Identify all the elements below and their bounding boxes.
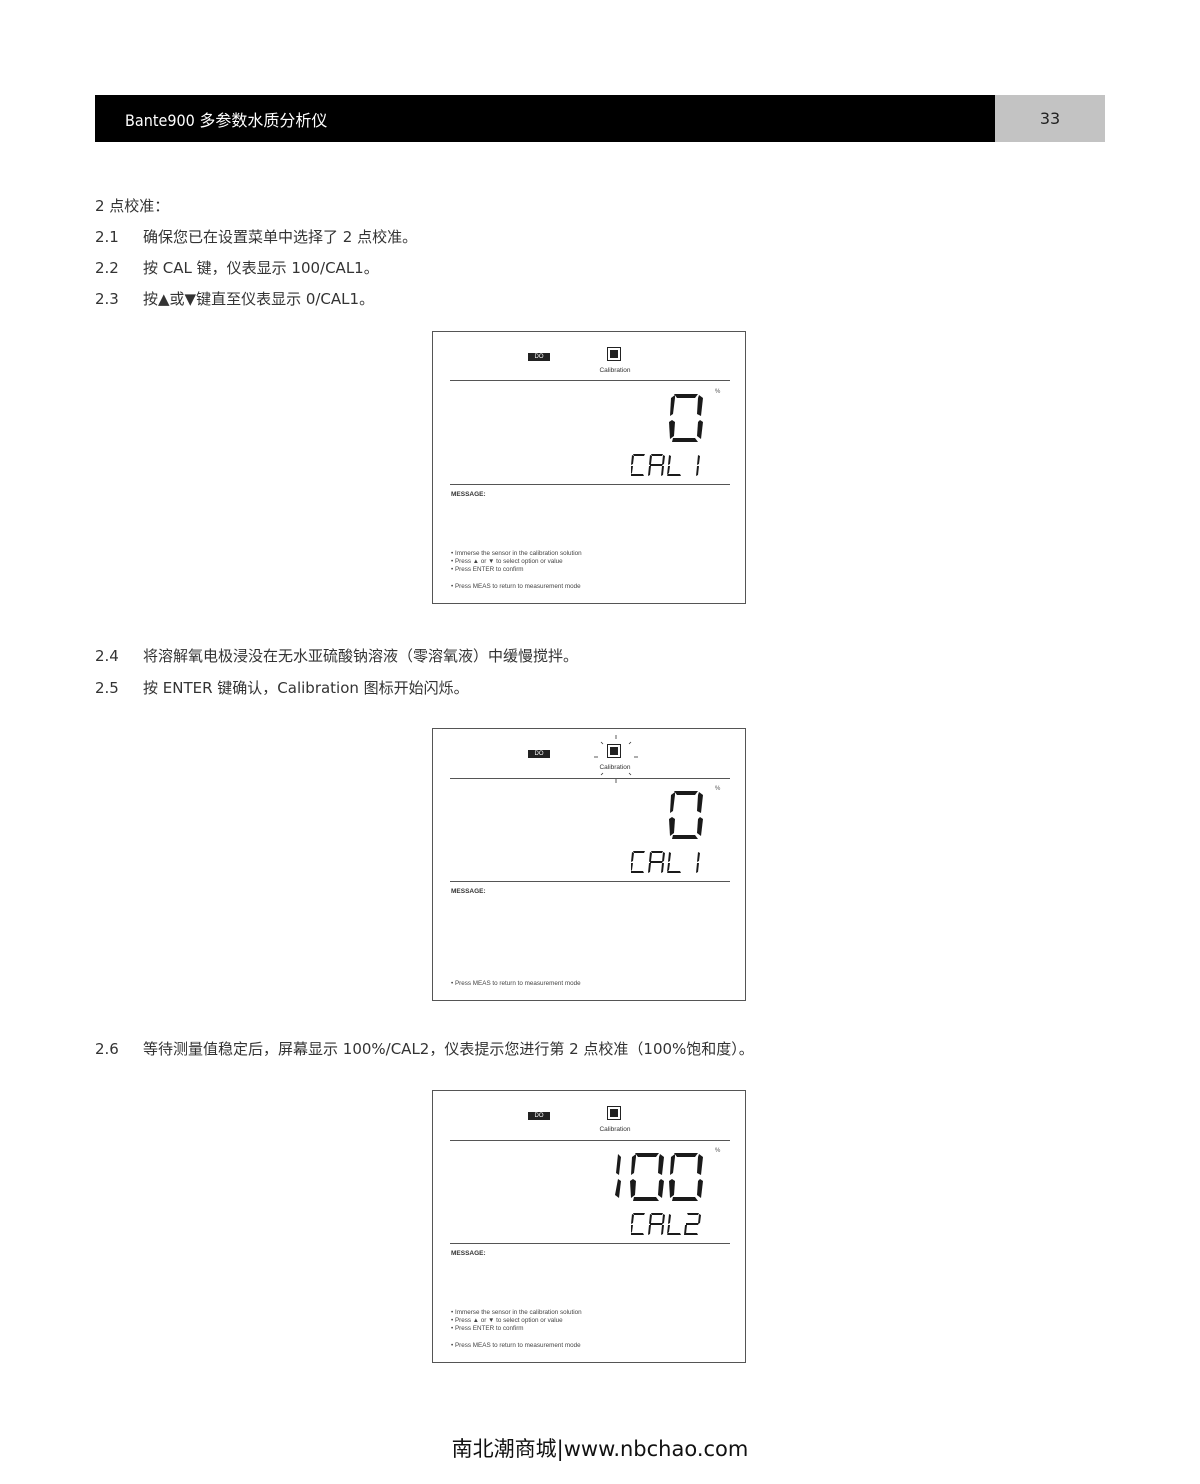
calibration-label: Calibration bbox=[599, 1126, 631, 1133]
step-item: 2.6 等待测量值稳定后，屏幕显示 100%/CAL2，仪表提示您进行第 2 点… bbox=[95, 1039, 754, 1059]
step-text: 按 CAL 键，仪表显示 100/CAL1。 bbox=[143, 259, 379, 277]
step-text: 将溶解氧电极浸没在无水亚硫酸钠溶液（零溶氧液）中缓慢搅拌。 bbox=[143, 647, 579, 665]
calibration-icon bbox=[607, 1106, 621, 1120]
calibration-label: Calibration bbox=[599, 367, 631, 374]
hint-line: • Immerse the sensor in the calibration … bbox=[451, 550, 582, 557]
main-value-seven-segment bbox=[669, 394, 703, 442]
message-label: MESSAGE: bbox=[451, 1250, 486, 1257]
divider bbox=[450, 881, 730, 882]
step-number: 2.1 bbox=[95, 228, 119, 246]
step-text: 按 ENTER 键确认，Calibration 图标开始闪烁。 bbox=[143, 679, 469, 697]
meter-display-figure: DO Calibration % MESSAGE: • Immerse the … bbox=[432, 331, 746, 604]
step-number: 2.3 bbox=[95, 290, 119, 308]
main-value-seven-segment bbox=[615, 1153, 703, 1201]
divider bbox=[450, 484, 730, 485]
hint-line: • Press ▲ or ▼ to select option or value bbox=[451, 558, 563, 566]
hint-line: • Press ENTER to confirm bbox=[451, 566, 524, 574]
step-text: 确保您已在设置菜单中选择了 2 点校准。 bbox=[143, 228, 418, 246]
step-item: 2.1 确保您已在设置菜单中选择了 2 点校准。 bbox=[95, 227, 417, 247]
calibration-icon bbox=[607, 347, 621, 361]
meas-hint: • Press MEAS to return to measurement mo… bbox=[451, 1342, 581, 1349]
divider bbox=[450, 1140, 730, 1141]
do-mode-badge: DO bbox=[528, 750, 550, 758]
hint-line: • Press ▲ or ▼ to select option or value bbox=[451, 1317, 563, 1325]
meas-hint: • Press MEAS to return to measurement mo… bbox=[451, 980, 581, 987]
hint-line: • Press ENTER to confirm bbox=[451, 1325, 524, 1333]
message-label: MESSAGE: bbox=[451, 888, 486, 895]
step-item: 2.3 按▲或▼键直至仪表显示 0/CAL1。 bbox=[95, 289, 374, 309]
step-text: 等待测量值稳定后，屏幕显示 100%/CAL2，仪表提示您进行第 2 点校准（1… bbox=[143, 1040, 754, 1058]
divider bbox=[450, 778, 730, 779]
unit-label: % bbox=[715, 389, 721, 395]
meter-display-figure: DO Calibration % bbox=[432, 1090, 746, 1363]
blink-rays-icon bbox=[594, 735, 638, 783]
section-title: 2 点校准： bbox=[95, 197, 170, 215]
calibration-icon bbox=[607, 744, 621, 758]
divider bbox=[450, 380, 730, 381]
step-item: 2.5 按 ENTER 键确认，Calibration 图标开始闪烁。 bbox=[95, 678, 469, 698]
step-number: 2.5 bbox=[95, 679, 119, 697]
sub-value-cal1 bbox=[631, 454, 700, 476]
meas-hint: • Press MEAS to return to measurement mo… bbox=[451, 583, 581, 590]
document-title: Bante900 多参数水质分析仪 bbox=[95, 95, 995, 142]
unit-label: % bbox=[715, 1148, 721, 1154]
do-mode-badge: DO bbox=[528, 1112, 550, 1120]
hint-line: • Immerse the sensor in the calibration … bbox=[451, 1309, 582, 1316]
step-number: 2.2 bbox=[95, 259, 119, 277]
meter-display-figure: DO Calibration % MESSAGE: • Press MEAS t… bbox=[432, 728, 746, 1001]
sub-value-cal2 bbox=[631, 1213, 701, 1235]
message-label: MESSAGE: bbox=[451, 491, 486, 498]
footer-watermark: 南北潮商城|www.nbchao.com bbox=[451, 1437, 749, 1461]
sub-value-cal1 bbox=[631, 851, 700, 873]
step-number: 2.4 bbox=[95, 647, 119, 665]
do-mode-badge: DO bbox=[528, 353, 550, 361]
step-item: 2.2 按 CAL 键，仪表显示 100/CAL1。 bbox=[95, 258, 379, 278]
step-number: 2.6 bbox=[95, 1040, 119, 1058]
unit-label: % bbox=[715, 786, 721, 792]
divider bbox=[450, 1243, 730, 1244]
step-item: 2.4 将溶解氧电极浸没在无水亚硫酸钠溶液（零溶氧液）中缓慢搅拌。 bbox=[95, 646, 578, 666]
message-hints: • Immerse the sensor in the calibration … bbox=[451, 550, 582, 575]
main-value-seven-segment bbox=[669, 791, 703, 839]
calibration-label: Calibration bbox=[599, 764, 631, 771]
message-hints: • Immerse the sensor in the calibration … bbox=[451, 1309, 582, 1334]
step-text: 按▲或▼键直至仪表显示 0/CAL1。 bbox=[143, 290, 375, 308]
page-header: Bante900 多参数水质分析仪 33 bbox=[95, 95, 1105, 142]
page-number: 33 bbox=[995, 95, 1105, 142]
